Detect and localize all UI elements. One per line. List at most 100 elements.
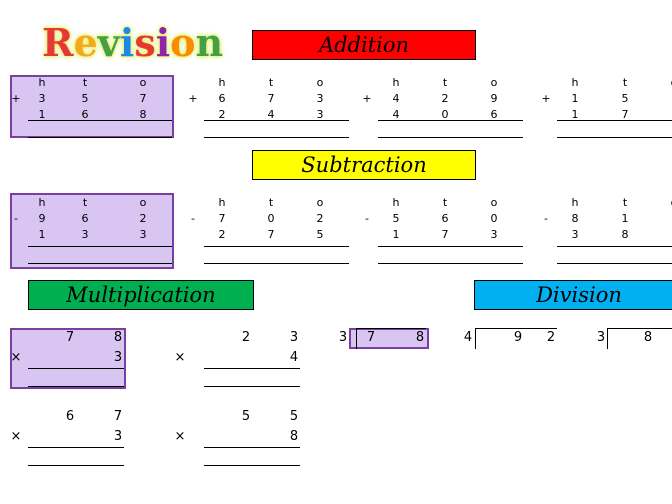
addition-digit: 8 — [139, 108, 147, 121]
subtraction-digit: 6 — [81, 212, 89, 225]
subtraction-operator: - — [191, 212, 195, 225]
addition-digit: 3 — [316, 92, 324, 105]
addition-example-highlight — [10, 75, 174, 138]
subtraction-digit: 7 — [441, 228, 449, 241]
working-line — [557, 120, 672, 121]
division-divisor: 3 — [596, 330, 606, 345]
division-digit: 9 — [513, 330, 523, 345]
subtraction-banner: Subtraction — [252, 150, 476, 180]
addition-digit: 2 — [441, 92, 449, 105]
division-bracket-top — [607, 328, 672, 329]
column-header: o — [316, 76, 324, 89]
multiplication-banner: Multiplication — [28, 280, 254, 310]
answer-line — [204, 465, 300, 466]
addition-operator: + — [541, 92, 551, 105]
addition-banner: Addition — [252, 30, 476, 60]
multiplication-digit: 4 — [289, 350, 299, 365]
addition-digit: 1 — [571, 108, 579, 121]
column-header: o — [490, 196, 498, 209]
addition-operator: + — [362, 92, 372, 105]
multiplication-digit: 8 — [289, 429, 299, 444]
addition-digit: 3 — [38, 92, 46, 105]
answer-line — [378, 137, 523, 138]
column-header: o — [139, 76, 147, 89]
addition-digit: 6 — [81, 108, 89, 121]
multiplication-digit: 7 — [113, 409, 123, 424]
subtraction-digit: 3 — [139, 228, 147, 241]
column-header: o — [667, 77, 672, 89]
column-header: o — [316, 196, 324, 209]
subtraction-digit: 0 — [267, 212, 275, 225]
subtraction-digit: 8 — [571, 212, 579, 225]
working-line — [204, 246, 349, 247]
subtraction-digit: 3 — [81, 228, 89, 241]
answer-line — [204, 386, 300, 387]
working-line — [204, 120, 349, 121]
multiplication-digit: 6 — [65, 409, 75, 424]
division-bracket-top — [475, 328, 557, 329]
division-digit: 7 — [366, 330, 376, 345]
multiplication-digit: 7 — [65, 330, 75, 345]
column-header: h — [571, 76, 579, 89]
answer-line — [28, 137, 172, 138]
multiplication-digit: 3 — [113, 429, 123, 444]
subtraction-example-highlight — [10, 193, 174, 269]
column-header: h — [392, 196, 400, 209]
working-line — [28, 368, 124, 369]
working-line — [28, 447, 124, 448]
column-header: t — [82, 76, 88, 89]
column-header: o — [490, 76, 498, 89]
subtraction-digit: 5 — [392, 212, 400, 225]
subtraction-digit: 2 — [218, 228, 226, 241]
subtraction-digit: 2 — [316, 212, 324, 225]
addition-digit: 7 — [267, 92, 275, 105]
multiplication-operator: × — [10, 350, 22, 365]
multiplication-digit: 8 — [113, 330, 123, 345]
working-line — [28, 120, 172, 121]
division-example-highlight — [349, 328, 429, 349]
answer-line — [204, 137, 349, 138]
column-header: t — [82, 196, 88, 209]
multiplication-digit: 3 — [289, 330, 299, 345]
addition-digit: 7 — [139, 92, 147, 105]
subtraction-digit: 3 — [571, 228, 579, 241]
addition-digit: 6 — [218, 92, 226, 105]
division-bracket-top — [356, 328, 426, 329]
answer-line — [557, 263, 672, 264]
division-bracket — [475, 328, 476, 349]
working-line — [28, 246, 172, 247]
addition-operator: + — [188, 92, 198, 105]
subtraction-digit: 9 — [38, 212, 46, 225]
subtraction-digit: 1 — [621, 212, 629, 225]
addition-digit: 1 — [571, 92, 579, 105]
title-letter: o — [170, 20, 196, 65]
multiplication-digit: 5 — [289, 409, 299, 424]
answer-line — [28, 386, 124, 387]
column-header: h — [38, 196, 46, 209]
addition-digit: 7 — [621, 108, 629, 121]
division-digit: 8 — [415, 330, 425, 345]
multiplication-operator: × — [174, 350, 186, 365]
addition-digit: 3 — [316, 108, 324, 121]
working-line — [378, 120, 523, 121]
column-header: o — [667, 197, 672, 209]
multiplication-example-highlight — [10, 328, 126, 389]
subtraction-digit: 1 — [392, 228, 400, 241]
column-header: t — [622, 196, 628, 209]
multiplication-digit: 2 — [241, 330, 251, 345]
title-letter: s — [134, 20, 156, 65]
column-header: h — [218, 196, 226, 209]
addition-digit: 4 — [392, 108, 400, 121]
subtraction-digit: 1 — [38, 228, 46, 241]
column-header: t — [268, 196, 274, 209]
subtraction-operator: - — [14, 212, 18, 225]
addition-digit: 1 — [38, 108, 46, 121]
division-divisor: 4 — [463, 330, 473, 345]
division-bracket — [607, 328, 608, 349]
answer-line — [204, 263, 349, 264]
title-letter: e — [73, 20, 98, 65]
addition-digit: 9 — [490, 92, 498, 105]
page-title: Revision — [42, 22, 223, 64]
subtraction-digit: 3 — [490, 228, 498, 241]
title-letter: n — [195, 20, 224, 65]
